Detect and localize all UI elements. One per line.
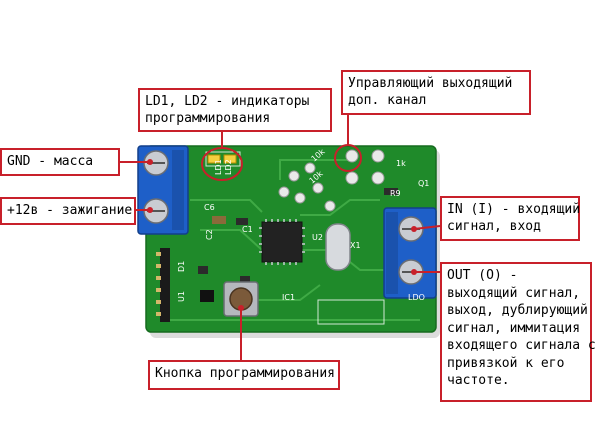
silk-u2: U2 bbox=[312, 233, 323, 242]
microcontroller-chip bbox=[259, 219, 305, 265]
leader-in bbox=[413, 225, 441, 230]
callout-ctrl-line-1: Управляющий выходящий bbox=[348, 76, 513, 91]
terminal-block-left bbox=[137, 145, 189, 235]
silk-1k: 1k bbox=[396, 159, 406, 168]
silk-q1: Q1 bbox=[418, 179, 429, 188]
callout-btn-line-1: Кнопка программирования bbox=[155, 366, 336, 381]
callout-in-line-2: сигнал, вход bbox=[447, 219, 541, 234]
leds-ld1-ld2 bbox=[207, 154, 237, 164]
callout-out-line-5: входящего сигнала с bbox=[447, 338, 596, 353]
pin-header bbox=[156, 248, 170, 322]
silk-ldo: LDO bbox=[408, 293, 425, 302]
silk-c6: C6 bbox=[204, 203, 215, 212]
callout-ld-line-1: LD1, LD2 - индикаторы bbox=[145, 94, 310, 109]
callout-out-line-4: сигнал, иммитация bbox=[447, 320, 581, 336]
callout-ctrl-line-2: доп. канал bbox=[348, 93, 427, 108]
silk-c2: C2 bbox=[205, 229, 214, 240]
smd-components bbox=[198, 188, 398, 302]
via-pads bbox=[278, 149, 385, 212]
callout-ld-line-2: программирования bbox=[145, 111, 271, 126]
silk-c1: C1 bbox=[242, 225, 253, 234]
silk-x1: X1 bbox=[350, 241, 361, 250]
leader-dots bbox=[147, 159, 417, 311]
crystal-x1 bbox=[325, 223, 351, 271]
callout-ign-line-1: +12в - зажигание bbox=[7, 203, 133, 218]
silk-ld2: LD2 bbox=[224, 159, 233, 175]
callout-ignition: +12в - зажигание bbox=[0, 197, 136, 225]
silk-d1: D1 bbox=[177, 261, 186, 272]
silk-r9: R9 bbox=[390, 189, 401, 198]
callout-control-output: Управляющий выходящий доп. канал bbox=[341, 70, 531, 115]
silk-ld1: LD1 bbox=[214, 159, 223, 175]
callout-output: OUT (O) - выходящий сигнал, выход, дубли… bbox=[440, 262, 596, 402]
callout-out-line-6: привязкой к его bbox=[447, 355, 565, 371]
callout-out-line-7: частоте. bbox=[447, 373, 510, 388]
silk-u1: U1 bbox=[177, 291, 186, 302]
program-button bbox=[223, 281, 259, 317]
callout-out-line-1: OUT (O) - bbox=[447, 268, 518, 283]
silk-ic1: IC1 bbox=[282, 293, 295, 302]
callout-out-line-3: выход, дублирующий bbox=[447, 303, 588, 318]
callout-gnd: GND - масса bbox=[0, 148, 120, 176]
callout-gnd-line-1: GND - масса bbox=[7, 154, 94, 169]
callout-in-line-1: IN (I) - входящий bbox=[447, 202, 581, 217]
callout-out-line-2: выходящий сигнал, bbox=[447, 285, 581, 301]
callout-program-button: Кнопка программирования bbox=[148, 360, 340, 390]
callout-ld-indicators: LD1, LD2 - индикаторы программирования bbox=[138, 88, 332, 132]
terminal-block-right bbox=[383, 207, 437, 299]
callout-input: IN (I) - входящий сигнал, вход bbox=[440, 196, 580, 241]
